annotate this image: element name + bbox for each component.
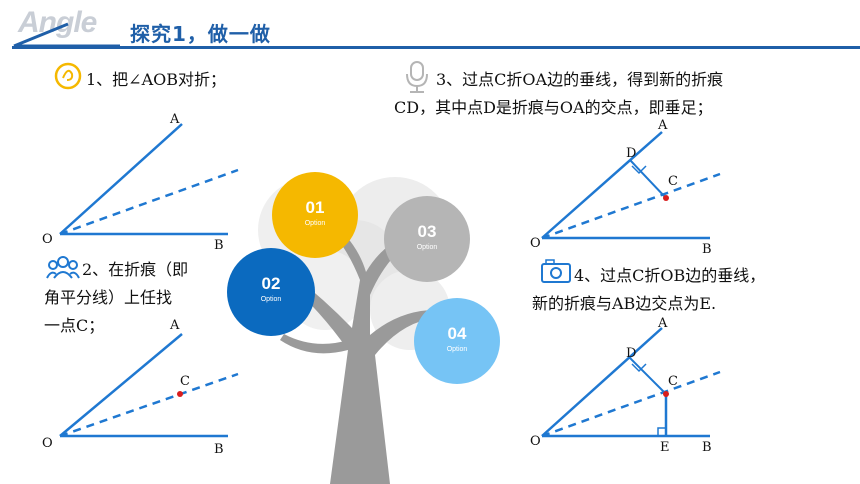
angle-diagram-1 (59, 123, 239, 236)
label-A-1: A (170, 112, 180, 127)
option-02-number: 02 (261, 274, 281, 293)
label-O-3: O (530, 236, 541, 251)
label-B-4: B (702, 440, 712, 455)
step-3-line-1: 3、过点C折OA边的垂线，得到新的折痕 (436, 70, 724, 89)
step-2-line-1: 2、在折痕（即 (82, 260, 189, 279)
label-O-2: O (42, 436, 53, 451)
label-C-2: C (180, 374, 190, 389)
option-02-label: Option (260, 296, 282, 303)
label-A-2: A (170, 318, 180, 333)
microphone-icon (406, 61, 428, 93)
option-03-circle[interactable]: 03 Option (384, 196, 470, 282)
header-logo: Angle (18, 6, 97, 39)
label-O-4: O (530, 434, 541, 449)
step-4-line-1: 4、过点C折OB边的垂线， (574, 266, 766, 285)
step-2-line-3: 一点C； (44, 316, 105, 335)
angle-diagram-4 (541, 327, 721, 438)
camera-icon (541, 259, 571, 283)
label-D-3: D (626, 146, 637, 161)
label-B-2: B (214, 442, 224, 457)
label-B-3: B (702, 242, 712, 257)
label-B-1: B (214, 238, 224, 253)
angle-diagram-2 (59, 333, 239, 438)
label-D-4: D (626, 346, 637, 361)
people-icon (46, 256, 80, 279)
header-divider (12, 46, 860, 49)
step-2-line-2: 角平分线）上任找 (44, 288, 173, 307)
option-01-label: Option (304, 220, 326, 227)
label-C-4: C (668, 374, 678, 389)
angle-diagram-3 (541, 131, 721, 240)
option-02-circle[interactable]: 02 Option (227, 248, 315, 336)
label-A-3: A (658, 118, 668, 133)
label-O-1: O (42, 232, 53, 247)
option-01-number: 01 (305, 198, 325, 217)
page-title: 探究1，做一做 (130, 22, 271, 46)
step-1-text: 1、把∠AOB对折； (86, 70, 227, 89)
option-03-label: Option (416, 244, 438, 251)
option-04-circle[interactable]: 04 Option (414, 298, 500, 384)
label-E-4: E (660, 440, 670, 455)
label-A-4: A (658, 316, 668, 331)
option-04-label: Option (446, 346, 468, 353)
step-3-line-2: CD，其中点D是折痕与OA的交点，即垂足； (394, 98, 713, 117)
option-04-number: 04 (447, 324, 467, 343)
option-03-number: 03 (417, 222, 437, 241)
step-4-line-2: 新的折痕与AB边交点为E. (532, 294, 717, 313)
label-C-3: C (668, 174, 678, 189)
spiral-icon (54, 62, 82, 90)
option-01-circle[interactable]: 01 Option (272, 172, 358, 258)
